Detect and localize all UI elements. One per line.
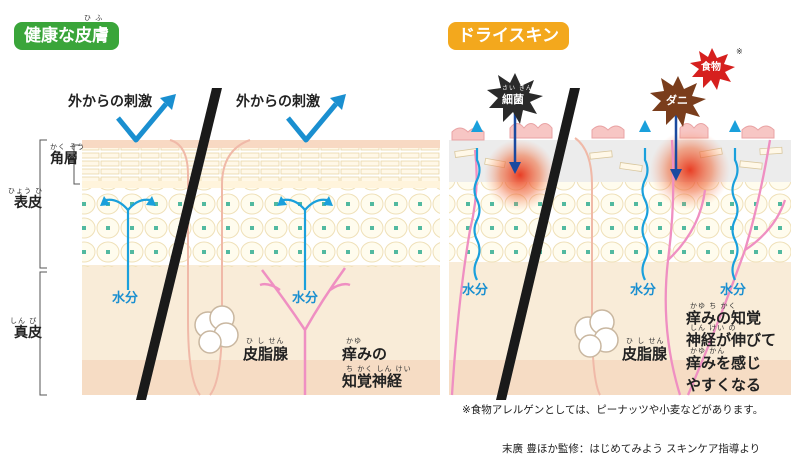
water-label-right-1: 水分 <box>462 283 489 298</box>
water-arrowhead-l1b <box>146 196 156 206</box>
invasion-arrows <box>513 110 678 175</box>
stimulus-arrowhead-left-1 <box>160 94 176 110</box>
skin-surface-left <box>82 140 440 148</box>
itch-label-right-1: 痒みの知覚 <box>686 309 762 327</box>
water-label-right-3: 水分 <box>720 283 747 298</box>
itch-furigana-left-1: かゆ <box>346 337 362 345</box>
water-arrows-left-1 <box>105 198 151 290</box>
healthy-skin-panel <box>82 88 440 400</box>
itch-label-right-3: 痒みを感じ <box>686 354 762 372</box>
itch-label-left-2: 知覚神経 <box>342 372 403 390</box>
source-credit: 末廣 豊ほか監修：はじめてみよう スキンケア指導より <box>502 443 761 455</box>
epidermis-label: 表皮 <box>14 195 42 211</box>
bacteria-burst-icon <box>487 73 543 124</box>
layer-brackets <box>39 139 80 396</box>
follicle-wall-left-a <box>169 139 201 396</box>
itch-nerve-left <box>259 267 351 395</box>
epidermis-furigana: ひょう ひ <box>8 187 44 195</box>
food-burst-icon <box>690 48 735 90</box>
stratum-corneum-left <box>82 145 440 181</box>
sebaceous-label-right: 皮脂腺 <box>622 345 668 363</box>
invasion-arrowhead-bacteria <box>509 162 521 174</box>
water-arrowhead-l2b <box>323 196 333 206</box>
bacteria-label: 細菌 <box>502 93 524 106</box>
water-arrowhead-l2a <box>277 196 287 206</box>
stimulus-arrow-left-2 <box>286 102 338 143</box>
itch-furigana-right-2: しん けい の <box>690 324 737 332</box>
epidermis-cells-left <box>82 185 440 267</box>
mite-burst-icon <box>650 76 706 127</box>
sebaceous-furigana-right: ひ し せん <box>626 337 665 345</box>
water-waves-right <box>473 148 739 281</box>
inflammation-bacteria <box>484 139 556 211</box>
itch-nerves-right <box>450 139 787 396</box>
stimulus-arrowhead-left-2 <box>330 94 346 110</box>
stimulus-arrow-left-1 <box>116 102 168 143</box>
sebaceous-label-left: 皮脂腺 <box>243 345 289 363</box>
water-label-right-2: 水分 <box>630 283 657 298</box>
allergen-footnote: ※食物アレルゲンとしては、ピーナッツや小麦などがあります。 <box>462 404 764 416</box>
water-arrowhead-l1a <box>100 196 110 206</box>
itch-label-right-4: やすくなる <box>686 376 762 394</box>
peeling-scales <box>451 123 775 141</box>
sebaceous-gland-left <box>194 305 239 354</box>
epidermis-top-left <box>82 178 440 188</box>
stimulus-label-2: 外からの刺激 <box>236 94 320 110</box>
water-label-left-1: 水分 <box>112 291 139 306</box>
dermis-furigana: しん ぴ <box>10 317 38 325</box>
invasion-arrowhead-mite <box>670 169 682 181</box>
stratum-corneum-furigana: かく そう <box>50 143 86 151</box>
stimulus-label-1: 外からの刺激 <box>68 94 152 110</box>
water-label-left-2: 水分 <box>292 291 319 306</box>
food-note-mark: ※ <box>736 47 743 56</box>
inflammation-mite <box>650 130 730 210</box>
water-arrows-left-2 <box>282 198 328 290</box>
water-arrowhead-r2 <box>639 120 651 132</box>
stratum-corneum-label: 角層 <box>50 151 78 167</box>
dermis-label: 真皮 <box>14 325 42 341</box>
mite-label: ダニ <box>666 94 688 107</box>
healthy-skin-furigana: ひ ふ <box>84 14 104 22</box>
itch-label-right-2: 神経が伸びて <box>686 331 777 349</box>
hair-shaft-left <box>136 88 222 400</box>
water-arrowhead-r1 <box>471 120 483 132</box>
bacteria-furigana: さい きん <box>502 85 533 92</box>
sebaceous-gland-right <box>574 309 619 358</box>
itch-furigana-left-2: ち かく しん けい <box>346 365 412 373</box>
healthy-skin-badge: 健康な皮膚 <box>14 22 119 50</box>
itch-furigana-right-1: かゆ ち かく <box>690 302 737 310</box>
dry-skin-panel <box>449 48 791 400</box>
hair-shaft-right <box>496 88 580 400</box>
water-arrowhead-r3 <box>729 120 741 132</box>
sebaceous-furigana-left: ひ し せん <box>246 337 285 345</box>
itch-furigana-right-3: かゆ かん <box>690 347 726 355</box>
dry-skin-badge: ドライスキン <box>448 22 569 50</box>
food-label: 食物 <box>701 62 721 73</box>
itch-label-left-1: 痒みの <box>342 345 388 363</box>
